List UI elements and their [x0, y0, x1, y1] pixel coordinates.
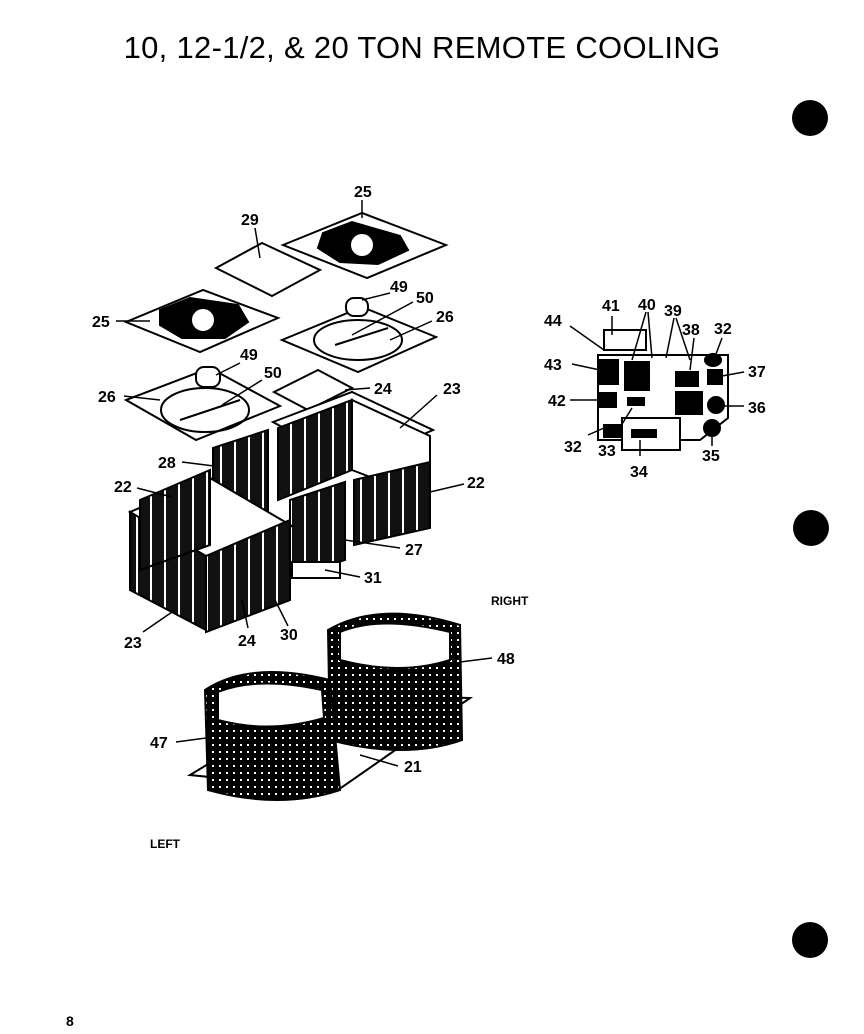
- side-label-left: LEFT: [150, 837, 181, 851]
- condenser-coil-48: [326, 612, 464, 751]
- callout-label: 37: [748, 364, 766, 381]
- callout-label: 35: [702, 448, 720, 465]
- callout-label: 21: [404, 759, 422, 776]
- callout-label: 23: [443, 381, 461, 398]
- fan-guard-panel-top-right: [280, 211, 449, 280]
- callout-label: 28: [158, 455, 176, 472]
- callout-label: 40: [638, 297, 656, 314]
- callout-label: 39: [664, 303, 682, 320]
- leader-lines: [116, 200, 745, 767]
- callout-label: 50: [416, 290, 434, 307]
- callout-label: 42: [548, 393, 566, 410]
- control-box-assembly: [597, 329, 729, 451]
- cabinet-left: [127, 468, 295, 634]
- callout-label: 43: [544, 357, 562, 374]
- callout-label: 48: [497, 651, 515, 668]
- callout-label: 49: [240, 347, 258, 364]
- binder-hole-middle: [793, 510, 829, 546]
- callout-label: 25: [92, 314, 110, 331]
- callout-label: 34: [630, 464, 648, 481]
- callout-label: 47: [150, 735, 168, 752]
- side-label-right: RIGHT: [491, 594, 529, 608]
- binder-hole-bottom: [792, 922, 828, 958]
- callout-label: 27: [405, 542, 423, 559]
- callout-label: 36: [748, 400, 766, 417]
- condenser-coil-47: [203, 671, 342, 801]
- callout-label: 33: [598, 443, 616, 460]
- control-cover-31: [291, 561, 341, 579]
- callout-label: 26: [436, 309, 454, 326]
- callout-label: 41: [602, 298, 620, 315]
- callout-label: 25: [354, 184, 372, 201]
- callout-label: 31: [364, 570, 382, 587]
- cover-panel-29: [213, 241, 323, 298]
- callout-label: 44: [544, 313, 562, 330]
- cabinet-right: [270, 390, 436, 547]
- callout-label: 32: [564, 439, 582, 456]
- fan-guard-panel-left: [123, 288, 281, 354]
- page-title: 10, 12-1/2, & 20 TON REMOTE COOLING: [123, 30, 721, 65]
- callout-label: 29: [241, 212, 259, 229]
- callout-label: 22: [467, 475, 485, 492]
- cover-24-top: [271, 368, 355, 412]
- callout-label: 32: [714, 321, 732, 338]
- callout-labels: 25 29 25 49 50 26 49 50 26 24 23 28 22 2…: [92, 184, 766, 776]
- callout-label: 24: [374, 381, 392, 398]
- callout-label: 30: [280, 627, 298, 644]
- callout-label: 23: [124, 635, 142, 652]
- callout-label: 26: [98, 389, 116, 406]
- callout-label: 24: [238, 633, 256, 650]
- callout-label: 22: [114, 479, 132, 496]
- binder-hole-top: [792, 100, 828, 136]
- fan-motor-panel-left: [123, 366, 283, 442]
- callout-label: 38: [682, 322, 700, 339]
- callout-label: 49: [390, 279, 408, 296]
- callout-label: 50: [264, 365, 282, 382]
- page-number: 8: [66, 1013, 74, 1029]
- fan-motor-panel-right: [279, 297, 439, 374]
